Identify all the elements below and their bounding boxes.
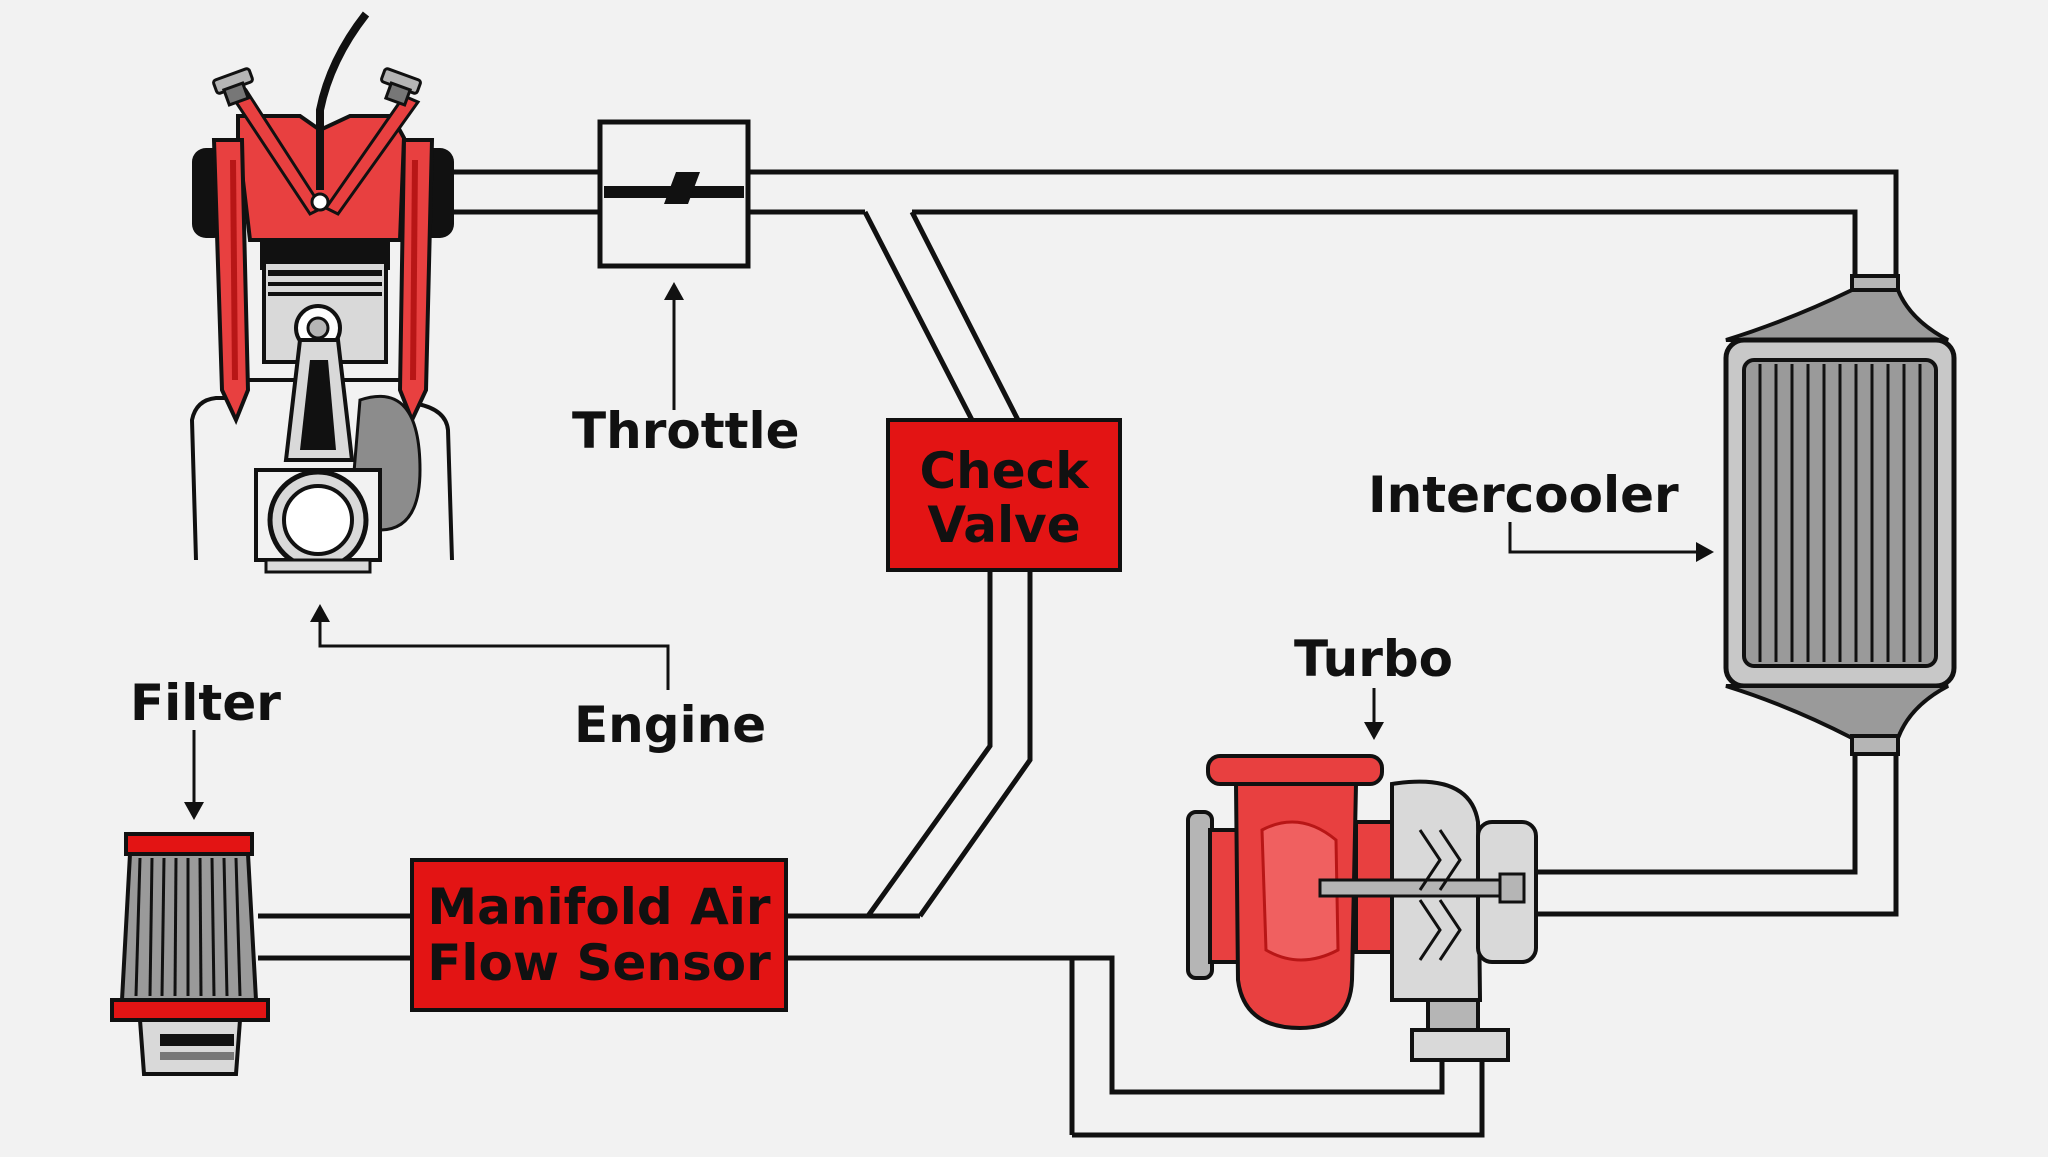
check-valve-box xyxy=(886,418,1122,572)
check-valve-label-line1: Check xyxy=(919,442,1090,500)
pipe-maf-to-turbo-outer xyxy=(786,955,1075,1135)
pipe-filter-to-maf xyxy=(258,913,412,961)
check-valve-label-line2: Valve xyxy=(927,496,1080,554)
pipe-turbo-to-intercooler xyxy=(1536,752,1899,917)
maf-label-line1: Manifold Air xyxy=(427,878,771,936)
engine-label: Engine xyxy=(574,696,766,754)
turbo-label: Turbo xyxy=(1294,630,1453,688)
turbo-illustration xyxy=(1186,754,1538,1062)
pipe-throttle-to-intercooler xyxy=(748,169,1899,278)
pipes xyxy=(258,169,1899,1138)
intercooler-arrow xyxy=(1508,522,1700,554)
pipe-check-valve-to-maf xyxy=(786,570,1033,919)
engine-arrow xyxy=(318,620,670,690)
labels: Throttle Check Valve Intercooler Engine … xyxy=(130,402,1679,992)
pipe-to-check-valve xyxy=(862,210,1021,422)
throttle-label: Throttle xyxy=(572,402,800,460)
intercooler-label: Intercooler xyxy=(1368,466,1679,524)
air-filter-illustration xyxy=(110,832,270,1076)
throttle-body xyxy=(597,119,751,269)
maf-sensor-box xyxy=(410,858,788,1012)
engine-illustration xyxy=(189,11,454,574)
intercooler-illustration xyxy=(1723,274,1957,756)
maf-label-line2: Flow Sensor xyxy=(427,934,771,992)
pipe-engine-to-throttle xyxy=(440,169,600,215)
callout-arrows xyxy=(184,282,1714,820)
filter-label: Filter xyxy=(130,674,281,732)
